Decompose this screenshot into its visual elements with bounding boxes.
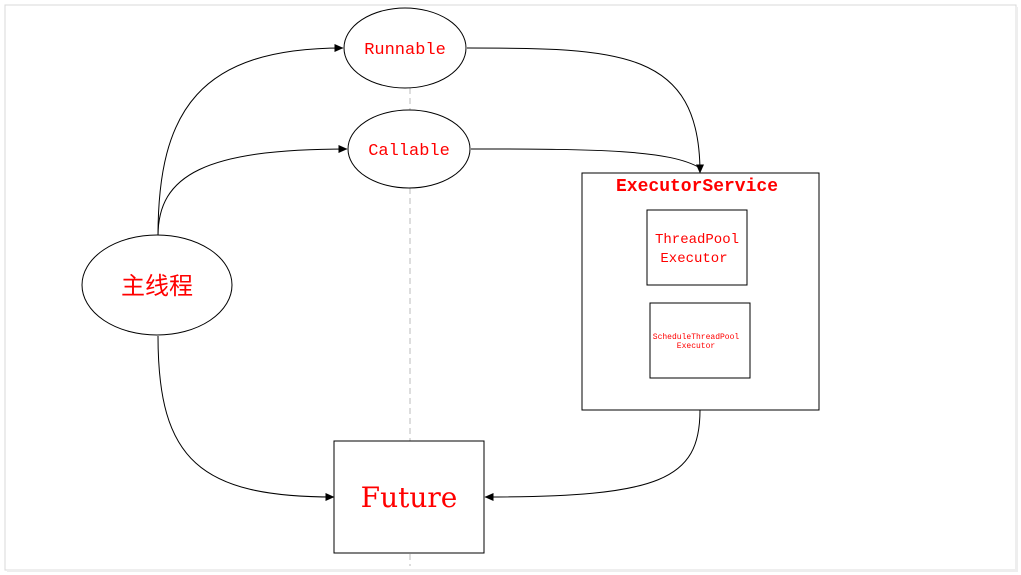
callable-ellipse bbox=[347, 109, 471, 189]
callable-label: Callable bbox=[368, 142, 450, 161]
runnable-ellipse bbox=[343, 7, 467, 89]
future-label: Future bbox=[361, 481, 458, 514]
node-executor-service: ExecutorService ThreadPool Executor Sche… bbox=[581, 172, 820, 411]
node-schedule-thread-pool-executor: ScheduleThreadPool Executor bbox=[649, 302, 751, 379]
node-main-thread: 主线程 bbox=[81, 234, 233, 336]
main-thread-ellipse bbox=[81, 234, 233, 336]
thread-pool-executor-box bbox=[646, 209, 748, 286]
executor-service-label: ExecutorService bbox=[616, 177, 778, 197]
frame-shadow-right bbox=[1015, 7, 1018, 572]
schedule-thread-pool-executor-label-line2: Executor bbox=[677, 342, 716, 351]
node-thread-pool-executor: ThreadPool Executor bbox=[646, 209, 748, 286]
edge-callable-to-executor bbox=[470, 148, 701, 169]
node-runnable: Runnable bbox=[343, 7, 467, 89]
thread-pool-executor-label-line1: ThreadPool bbox=[655, 232, 739, 248]
main-thread-label: 主线程 bbox=[121, 272, 193, 300]
schedule-thread-pool-executor-box bbox=[649, 302, 751, 379]
frame-shadow-bottom bbox=[7, 569, 1018, 572]
runnable-label: Runnable bbox=[364, 41, 446, 60]
thread-pool-executor-label-line2: Executor bbox=[660, 251, 727, 267]
schedule-thread-pool-executor-label-line1: ScheduleThreadPool bbox=[653, 333, 740, 342]
node-callable: Callable bbox=[347, 109, 471, 189]
edge-executor-to-future bbox=[484, 409, 701, 501]
edge-main-to-future bbox=[157, 335, 335, 501]
edge-runnable-to-executor bbox=[466, 47, 704, 174]
edge-main-to-runnable bbox=[157, 44, 344, 237]
future-box bbox=[333, 440, 485, 554]
edge-main-to-callable bbox=[157, 145, 348, 237]
node-future: Future bbox=[333, 440, 485, 554]
